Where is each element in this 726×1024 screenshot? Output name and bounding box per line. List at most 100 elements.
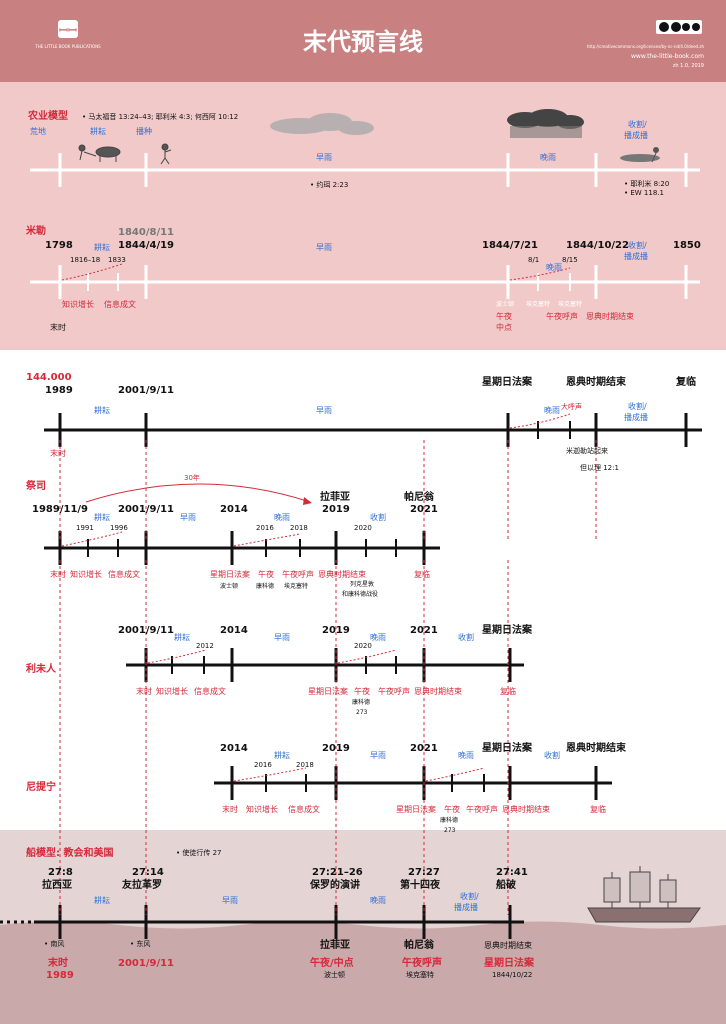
label-pr_boston: 波士顿	[220, 582, 238, 590]
label-pr_endtime: 末时	[50, 569, 66, 579]
page-title: 末代预言线	[303, 28, 423, 56]
rise-curve	[233, 533, 301, 547]
label-pr_2016: 2016	[256, 524, 274, 532]
label-p144_late: 晚雨	[544, 405, 560, 415]
label-nt_early: 早雨	[370, 751, 386, 760]
label-sh_east: • 东风	[130, 939, 150, 948]
label-pr_early: 早雨	[180, 513, 196, 522]
label-pr_late: 晚雨	[274, 512, 290, 522]
svg-text:ꟷꟷ: ꟷꟷ	[59, 24, 77, 37]
label-p144_daniel: 但以理 12:1	[580, 463, 619, 472]
label-pr_raphia: 拉菲亚	[320, 490, 350, 503]
label-sh_grace: 恩典时期结束	[484, 940, 532, 950]
label-pr_2019: 2019	[322, 504, 350, 515]
label-p144_harv2: 播成播	[624, 412, 648, 422]
label-mil_early: 早雨	[316, 243, 332, 252]
label-pr_lex2: 和康科德战役	[342, 590, 378, 598]
rise-curve	[425, 767, 485, 782]
logo: ꟷꟷ	[58, 20, 78, 38]
label-farm_late: 晚雨	[540, 152, 556, 162]
label-pr_2020: 2020	[354, 524, 372, 532]
version: zh 1.0, 2019	[673, 63, 704, 69]
label-nt_2018: 2018	[296, 761, 314, 769]
rise-curve	[61, 531, 123, 547]
label-sh_label: 船模型: 教会和美国	[26, 846, 113, 859]
label-lv_sunday: 星期日法案	[482, 623, 533, 636]
label-sh_sunday: 星期日法案	[484, 956, 535, 969]
label-mil_exeter: 埃克塞特	[526, 300, 550, 308]
label-lv_plow: 耕耘	[174, 632, 190, 642]
label-lv_end: 恩典时期结束	[414, 686, 462, 696]
label-pr_cry: 午夜呼声	[282, 569, 314, 579]
label-nt_endtime: 末时	[222, 804, 238, 814]
label-sh_exeter: 埃克塞特	[406, 970, 434, 979]
label-pr_noon: 午夜	[258, 569, 274, 579]
label-mil_1833: 1833	[108, 256, 126, 264]
label-sh_paul: 保罗的演讲	[309, 878, 360, 891]
label-nt_2014: 2014	[220, 743, 248, 754]
label-nt_2021: 2021	[410, 743, 438, 754]
label-farm_sow: 播种	[136, 126, 152, 136]
label-p144_advent: 复临	[675, 375, 696, 388]
label-nt_end: 恩典时期结束	[502, 804, 550, 814]
label-p144_sunday: 星期日法案	[482, 375, 533, 388]
label-mil_81: 8/1	[528, 256, 539, 264]
label-pr_1996: 1996	[110, 524, 128, 532]
label-sh_late: 晚雨	[370, 895, 386, 905]
label-sh_acts: • 使徒行传 27	[176, 848, 222, 857]
label-pr_1989: 1989/11/9	[32, 504, 88, 515]
label-p144_plow: 耕耘	[94, 405, 110, 415]
label-farm_early: 早雨	[316, 153, 332, 162]
label-pr_2021: 2021	[410, 504, 438, 515]
label-sh_2741: 27:41	[496, 867, 528, 878]
label-lv_2012: 2012	[196, 642, 214, 650]
label-pr_kn: 知识增长	[70, 569, 102, 579]
label-pr_kang: 康科德	[256, 582, 274, 590]
label-nt_2016: 2016	[254, 761, 272, 769]
thirty-year-arrow	[85, 483, 311, 503]
rise-curve	[147, 649, 207, 664]
label-sh_1989: 1989	[46, 970, 74, 981]
label-mil_1816: 1816–18	[70, 256, 100, 264]
label-sh_2727: 27:27	[408, 867, 440, 878]
label-pr_harvest: 收割	[370, 512, 386, 522]
sower-illustration	[160, 143, 172, 165]
label-mil_815: 8/15	[562, 256, 578, 264]
label-p144_michael: 米迦勒站起来	[566, 446, 608, 455]
label-farm_harvest1: 收割/	[628, 119, 647, 129]
label-mil_end: 恩典时期结束	[586, 311, 634, 321]
label-lv_msg: 信息成文	[194, 686, 226, 696]
label-sh_2001: 2001/9/11	[118, 958, 174, 969]
cc-license-icon	[656, 20, 702, 34]
label-pr_plow: 耕耘	[94, 512, 110, 522]
label-sh_harv2: 播成播	[454, 902, 478, 912]
logo-text: THE LITTLE BOOK PUBLICATIONS	[34, 44, 101, 49]
label-sh_cry: 午夜呼声	[402, 956, 442, 969]
label-mil_mid1: 午夜	[496, 311, 512, 321]
label-sh_14: 第十四夜	[400, 878, 441, 891]
label-lv_label: 利未人	[26, 662, 57, 675]
label-farm_harvest2: 播成播	[624, 130, 648, 140]
label-pr_1991: 1991	[76, 524, 94, 532]
label-p144_early: 早雨	[316, 406, 332, 415]
label-pr_label: 祭司	[26, 479, 46, 492]
label-mil_plow: 耕耘	[94, 242, 110, 252]
label-sh_panium: 帕尼翁	[404, 938, 434, 951]
label-mil_harv1: 收割/	[628, 240, 647, 250]
label-mil_boston: 波士顿	[496, 300, 514, 308]
label-lv_noon: 午夜	[354, 686, 370, 696]
label-mil_label: 米勒	[26, 224, 46, 237]
label-nt_advent: 复临	[590, 804, 606, 814]
label-lv_late: 晚雨	[370, 632, 386, 642]
label-sh_2714: 27:14	[132, 867, 164, 878]
label-sh_euro: 友拉革罗	[122, 878, 162, 891]
label-farm_label: 农业模型	[27, 109, 68, 122]
sea-waves	[0, 921, 726, 1024]
label-nt_273: 273	[444, 827, 456, 834]
label-lv_273: 273	[356, 709, 368, 716]
label-nt_2019: 2019	[322, 743, 350, 754]
label-sh_lasea: 拉西亚	[42, 878, 72, 891]
label-sh_harv1: 收割/	[460, 891, 479, 901]
label-nt_cry: 午夜呼声	[466, 804, 498, 814]
